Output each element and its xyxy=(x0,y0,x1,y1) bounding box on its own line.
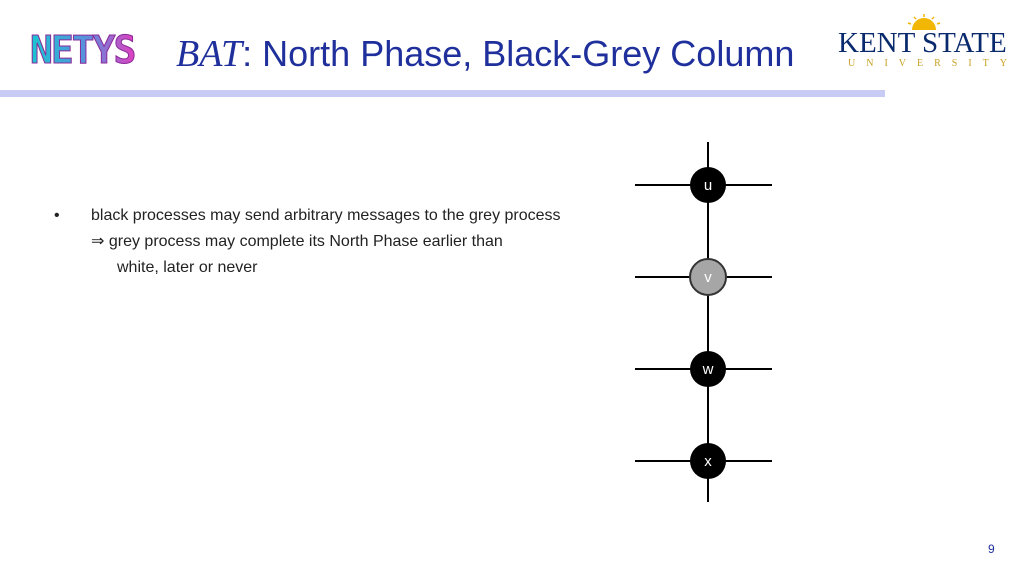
node-label-w: w xyxy=(702,361,714,378)
node-x xyxy=(690,443,726,479)
title-italic-part: BAT xyxy=(176,33,243,75)
bullet-item: • black processes may send arbitrary mes… xyxy=(54,203,594,229)
bullet-marker: • xyxy=(54,207,60,224)
kent-state-name: KENT STATE xyxy=(838,27,1007,59)
node-w xyxy=(690,351,726,387)
bullet-text: black processes may send arbitrary messa… xyxy=(91,207,561,224)
title-main-part: : North Phase, Black-Grey Column xyxy=(242,33,795,74)
node-u xyxy=(690,167,726,203)
netys-logo: NETYS xyxy=(30,30,138,72)
node-v xyxy=(689,258,727,296)
column-diagram: u v w x xyxy=(635,142,772,502)
node-label-v: v xyxy=(704,269,712,286)
node-label-x: x xyxy=(704,453,712,470)
kent-state-logo: KENT STATE UNIVERSITY xyxy=(836,14,1012,74)
page-number: 9 xyxy=(988,542,995,556)
title-underline xyxy=(0,90,885,97)
slide-title: BAT: North Phase, Black-Grey Column xyxy=(176,32,794,76)
bullet-list: • black processes may send arbitrary mes… xyxy=(54,203,594,281)
netys-logo-text: NETYS xyxy=(30,30,135,72)
node-label-u: u xyxy=(704,177,712,194)
sun-icon xyxy=(907,14,941,30)
kent-state-university: UNIVERSITY xyxy=(848,58,1018,69)
implication-continuation: white, later or never xyxy=(117,259,258,276)
implication-line: ⇒ grey process may complete its North Ph… xyxy=(91,233,503,250)
